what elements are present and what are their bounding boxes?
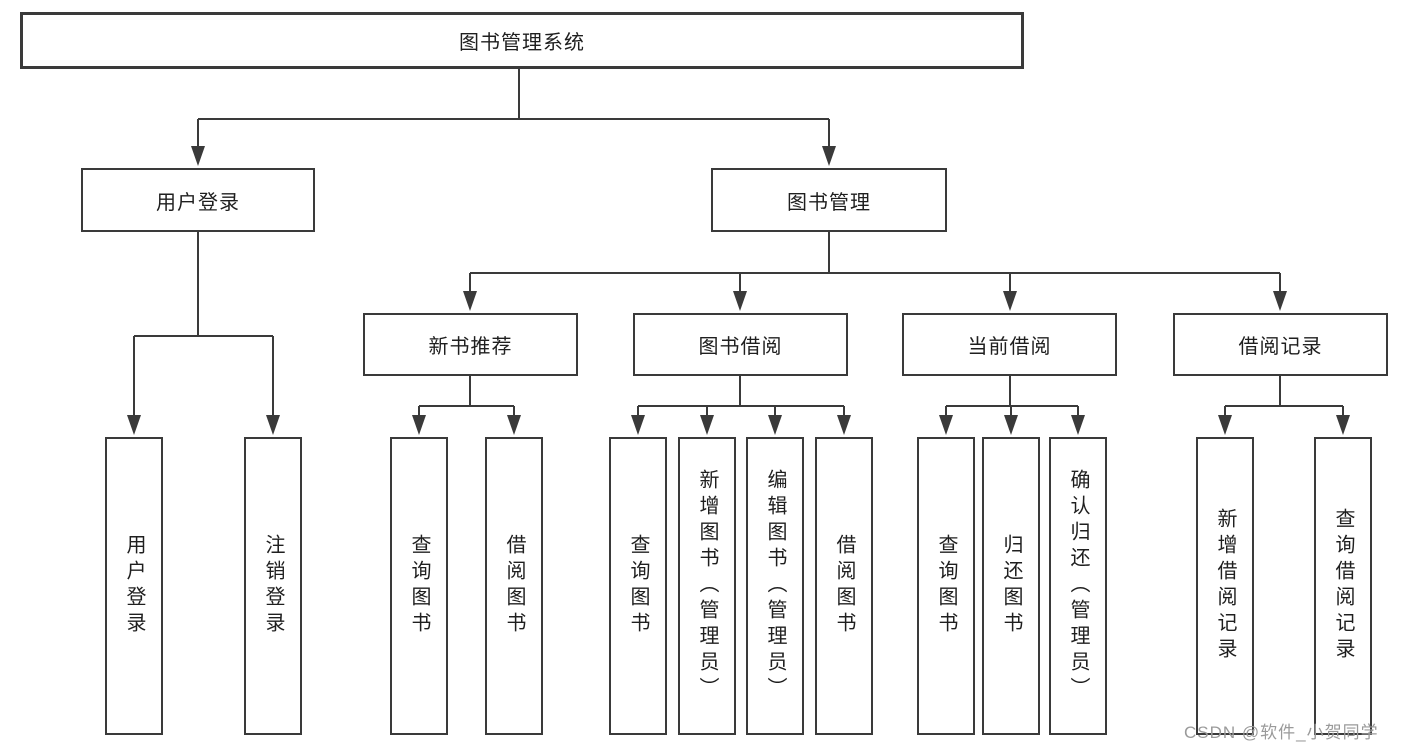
connector-book-borrow-to-leaves (637, 376, 845, 417)
node-book-management: 图书管理 (711, 168, 947, 232)
leaf-br-add-record: 新增借阅记录 (1196, 437, 1254, 735)
leaf-logout: 注销登录 (244, 437, 302, 735)
node-book-borrow: 图书借阅 (633, 313, 848, 376)
leaf-cb-confirm-return-admin: 确认归还（管理员） (1049, 437, 1107, 735)
leaf-bb-edit-books-admin: 编辑图书（管理员） (746, 437, 804, 735)
leaf-bb-borrow-books: 借阅图书 (815, 437, 873, 735)
node-current-borrow: 当前借阅 (902, 313, 1117, 376)
leaf-nbr-query-books: 查询图书 (390, 437, 448, 735)
connector-current-borrow-to-leaves (945, 376, 1079, 417)
connector-borrow-records-to-leaves (1224, 376, 1344, 417)
leaf-bb-add-books-admin: 新增图书（管理员） (678, 437, 736, 735)
connector-book-management-to-level3 (469, 232, 1281, 293)
leaf-nbr-borrow-books: 借阅图书 (485, 437, 543, 735)
leaf-br-query-record: 查询借阅记录 (1314, 437, 1372, 735)
leaf-cb-return-books: 归还图书 (982, 437, 1040, 735)
watermark-csdn: CSDN @软件_小贺同学 (1184, 723, 1379, 742)
node-library-management-system: 图书管理系统 (20, 12, 1024, 69)
connector-new-book-recommend-to-leaves (418, 376, 515, 417)
node-borrow-records: 借阅记录 (1173, 313, 1388, 376)
leaf-user-login: 用户登录 (105, 437, 163, 735)
node-new-book-recommend: 新书推荐 (363, 313, 578, 376)
connector-user-login-to-leaves (133, 232, 274, 417)
leaf-bb-query-books: 查询图书 (609, 437, 667, 735)
connector-root-to-level2 (197, 69, 830, 148)
leaf-cb-query-books: 查询图书 (917, 437, 975, 735)
node-user-login: 用户登录 (81, 168, 315, 232)
